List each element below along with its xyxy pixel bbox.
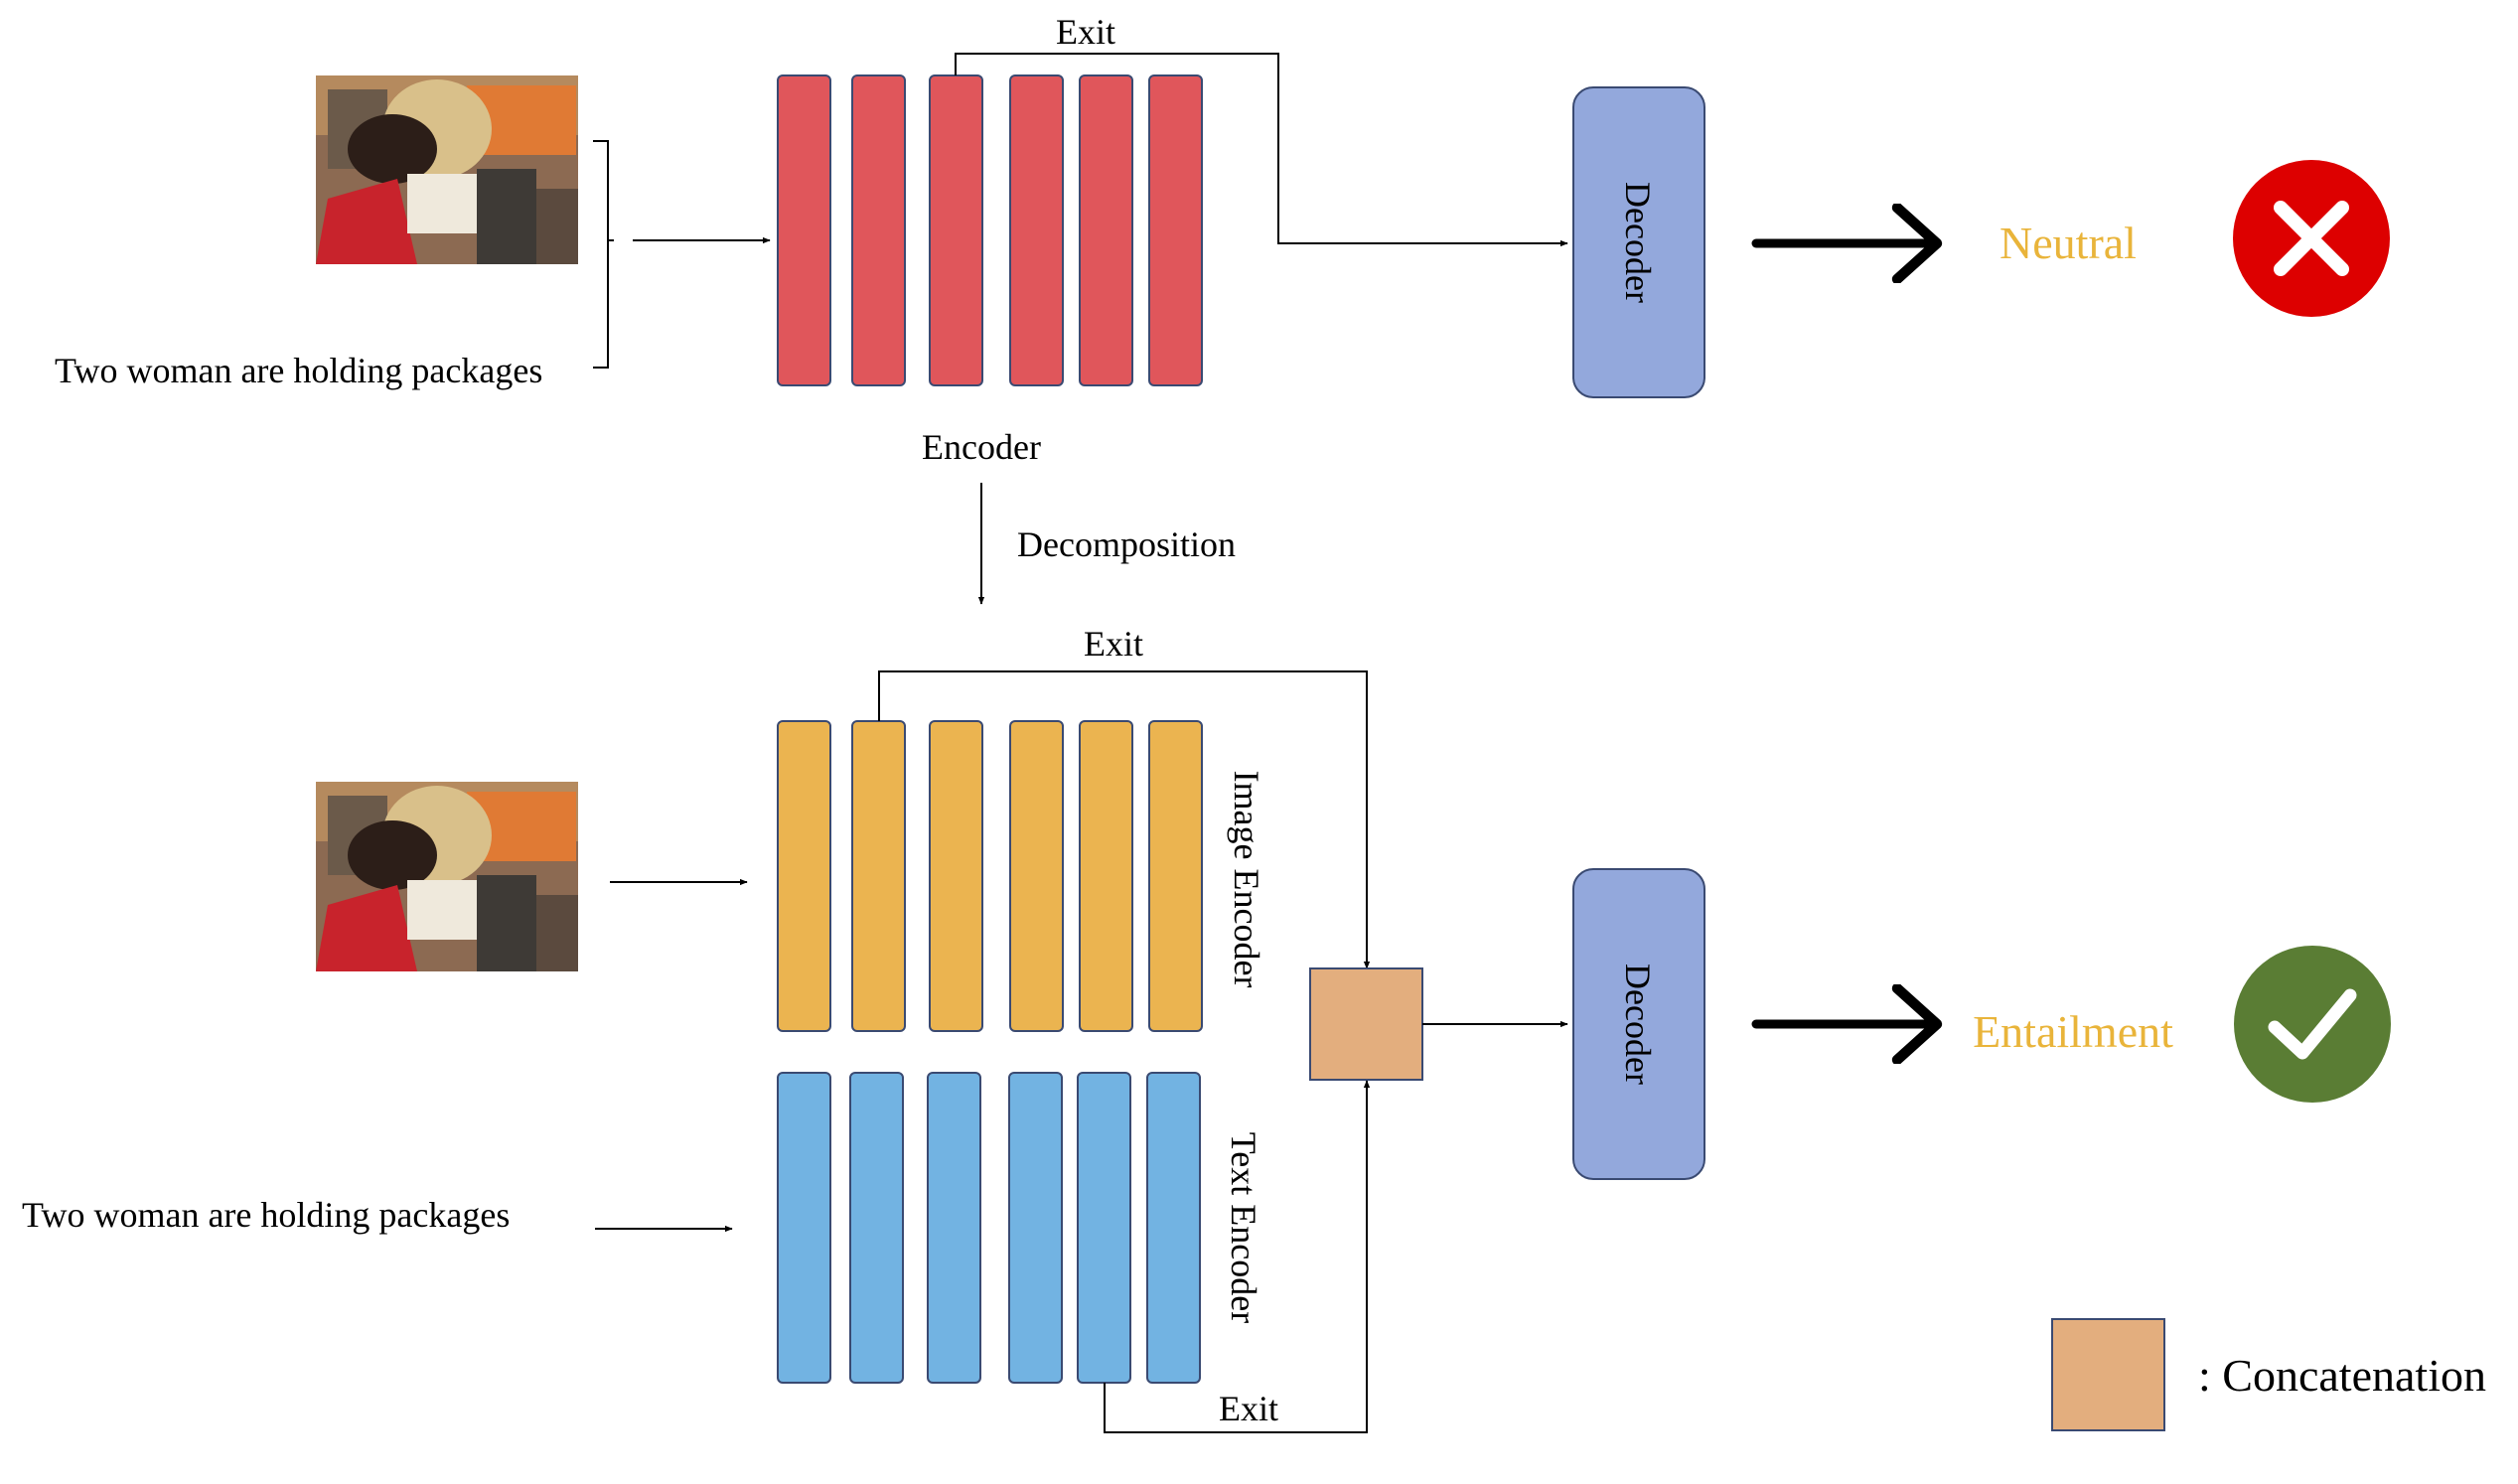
image-exit-label: Exit (1084, 624, 1143, 664)
top-exit-label: Exit (1056, 12, 1115, 52)
top-decoder (1572, 86, 1705, 398)
bottom-caption: Two woman are holding packages (22, 1195, 510, 1235)
image-encoder-label: Image Encoder (1227, 771, 1266, 988)
top-encoder (777, 74, 1203, 386)
image-encoder-layer (777, 720, 831, 1032)
image-exit-arrow (878, 670, 1371, 969)
image-encoder-layer (1079, 720, 1133, 1032)
top-caption: Two woman are holding packages (55, 351, 542, 390)
image-encoder-layer (851, 720, 906, 1032)
text-encoder-layer (1077, 1072, 1131, 1384)
legend-concat-label: : Concatenation (2198, 1350, 2486, 1401)
text-exit-label: Exit (1219, 1389, 1278, 1428)
legend-concat-swatch (2051, 1318, 2165, 1431)
top-exit-arrow (955, 53, 1568, 247)
encoder-layer (1009, 74, 1064, 386)
text-exit-arrow (1104, 1080, 1371, 1433)
bottom-input-photo (316, 782, 578, 971)
text-encoder (777, 1072, 1201, 1384)
image-encoder-layer (1009, 720, 1064, 1032)
text-encoder-layer (849, 1072, 904, 1384)
image-encoder (777, 720, 1203, 1032)
encoder-layer (851, 74, 906, 386)
text-encoder-layer (1008, 1072, 1063, 1384)
decomposition-label: Decomposition (1017, 524, 1236, 564)
bottom-decoder (1572, 868, 1705, 1180)
concatenation-block (1309, 967, 1423, 1081)
encoder-layer (1079, 74, 1133, 386)
image-encoder-layer (1148, 720, 1203, 1032)
encoder-layer (1148, 74, 1203, 386)
text-encoder-layer (927, 1072, 981, 1384)
top-decoder-label: Decoder (1618, 182, 1658, 303)
check-icon (2234, 946, 2391, 1103)
bottom-decoder-label: Decoder (1618, 964, 1658, 1085)
top-input-photo (316, 75, 578, 264)
bottom-prediction: Entailment (1973, 1006, 2173, 1057)
encoder-layer (929, 74, 983, 386)
x-icon (2233, 160, 2390, 317)
text-encoder-layer (1146, 1072, 1201, 1384)
encoder-layer (777, 74, 831, 386)
text-encoder-label: Text Encoder (1224, 1132, 1263, 1323)
image-encoder-layer (929, 720, 983, 1032)
top-input-brace (593, 140, 614, 369)
top-encoder-label: Encoder (922, 427, 1041, 467)
top-prediction: Neutral (2000, 218, 2137, 268)
text-encoder-layer (777, 1072, 831, 1384)
